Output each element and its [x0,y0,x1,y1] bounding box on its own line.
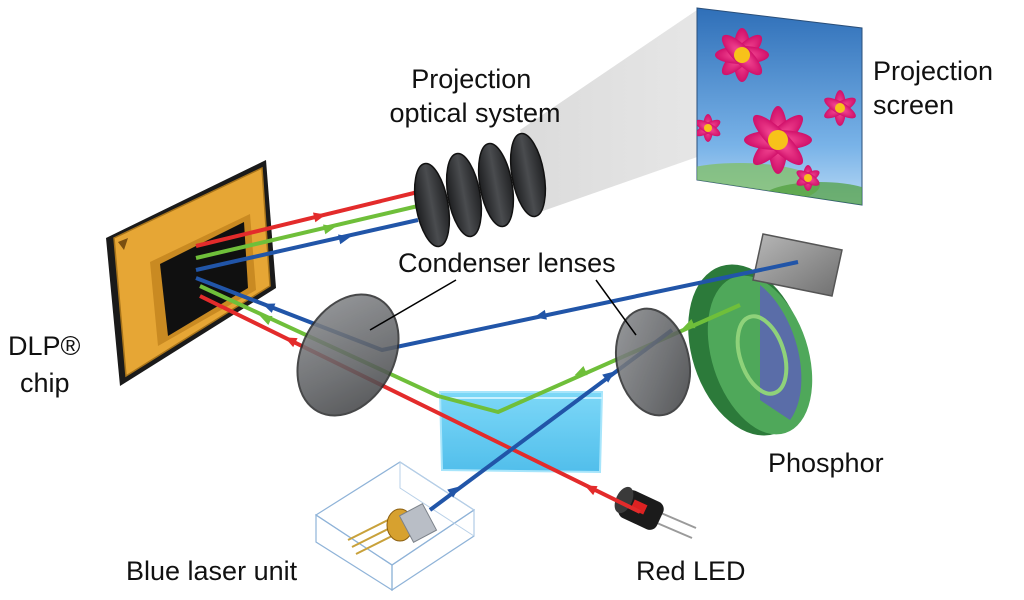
leader-line-left [369,279,457,331]
blue-beam-laser-arrow-1 [602,371,615,383]
red-beam-output [195,190,419,248]
label-projection-screen: Projection screen [873,56,1001,120]
red-led [614,486,697,539]
label-phosphor: Phosphor [768,448,884,478]
condenser-lens-left [296,293,400,417]
label-red-led: Red LED [636,556,746,586]
blue-beam-laser-arrow-0 [447,486,460,498]
red-beam-path-arrow-1 [284,337,298,348]
label-dlp-chip: DLP® chip [8,331,88,398]
projection-lens-group [413,132,547,248]
blue-beam-output [195,218,419,272]
label-projection-optical-system: Projection optical system [389,64,560,128]
red-beam-path-arrow-0 [584,485,598,496]
blue-laser-unit [314,461,476,592]
blue-beam-phosphor-arrow-0 [534,309,547,320]
reflector-mirror [752,233,843,297]
phosphor-wheel [688,264,813,436]
green-beam-output-arrow-0 [323,224,336,235]
green-beam-path-arrow-2 [259,315,273,326]
condenser-lens-right [615,307,691,417]
red-beam-output-arrow-0 [312,212,326,223]
dlp-chip [106,160,276,386]
green-beam-path-arrow-1 [574,366,588,376]
green-beam-output [195,204,419,260]
blue-beam-output-arrow-0 [338,234,351,245]
label-blue-laser-unit: Blue laser unit [126,556,298,586]
green-beam-path-arrow-0 [682,319,696,329]
label-condenser-lenses: Condenser lenses [398,248,616,278]
leader-line-right [595,279,637,336]
red-beam-path [199,294,641,514]
blue-beam-phosphor-arrow-1 [262,303,276,313]
